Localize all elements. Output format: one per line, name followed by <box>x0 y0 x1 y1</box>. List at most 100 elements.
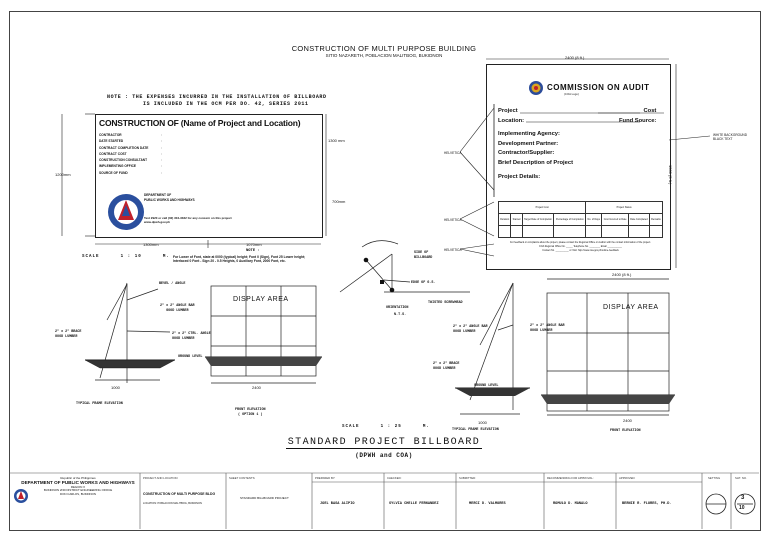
scale-left-unit: M. <box>162 255 170 259</box>
coa-fields: Project Location: Implementing Agency: D… <box>498 107 573 182</box>
note-line-2: IS INCLUDED IN THE OCM PER DO. 42, SERIE… <box>143 101 309 107</box>
coa-logo <box>529 81 543 95</box>
detail-side-of-billboard: SIDE OF BILLBOARD <box>414 251 433 260</box>
left-dim-bottom-2: 2400 <box>252 385 261 390</box>
right-dim-top: 2400 (8 ft.) <box>612 272 632 277</box>
agency-address: DON CARLOS, BUKIDNON <box>60 491 96 496</box>
coa-table-empty-row <box>497 225 664 238</box>
left-display-area-label: DISPLAY AREA <box>233 296 289 303</box>
coa-field-details: Project Details: <box>498 173 541 180</box>
dpwh-board-heading: CONSTRUCTION OF (Name of Project and Loc… <box>99 118 301 128</box>
right-front-elevation <box>541 278 675 416</box>
main-subtitle: (DPWH and COA) <box>355 452 413 459</box>
coa-field-implementing: Implementing Agency: <box>498 131 560 138</box>
left-ctrl-angle-line-2: GOOD LUMBER <box>172 336 195 341</box>
contact-line-1: Text 2920 or call (02) 304-3322 for any … <box>144 216 232 220</box>
left-front-line-1: FRONT ELEVATION <box>235 408 266 412</box>
right-label-angle-bar: 2" x 2" ANGLE BAR GOOD LUMBER <box>453 325 488 334</box>
tb-sheet-label: SHEET CONTENTS: <box>229 476 256 480</box>
dpwh-logo <box>108 194 144 230</box>
field-consultant: CONSTRUCTION CONSULTANT <box>99 158 148 163</box>
helvetica-label-3: HELVETICA <box>444 248 462 252</box>
coa-field-location: Location: <box>498 117 525 124</box>
coa-callout: WHITE BACKGROUND BLACK TEXT <box>713 133 748 141</box>
coa-field-partner: Development Partner: <box>498 140 559 147</box>
note2-label: NOTE : <box>246 249 260 253</box>
tb-approved-value: BERNIE R. FLORES, PH.D. <box>622 502 672 506</box>
left-front-elevation <box>205 285 322 384</box>
dpwh-board-fields: CONTRACTOR DATE STARTED CONTRACT COMPLET… <box>99 132 148 176</box>
dpwh-billboard-panel: CONSTRUCTION OF (Name of Project and Loc… <box>95 114 323 238</box>
tb-recommend-value: ROMULO D. MANALO <box>553 502 588 506</box>
left-angle-bar-line-2: GOOD LUMBER <box>166 308 189 313</box>
field-contract-cost: CONTRACT COST <box>99 151 127 156</box>
dpwh-department-name: DEPARTMENT OF PUBLIC WORKS AND HIGHWAYS <box>144 193 195 203</box>
left-ground-hatch <box>84 359 176 369</box>
project-location: SITIO NAZARETH, POBLACION MALITBOG, BUKI… <box>325 53 443 58</box>
tb-project-label: PROJECT AND LOCATION: <box>143 476 179 480</box>
detail-orientation-label: ORIENTATION <box>386 306 409 310</box>
left-label-brace: 2" x 2" BRACE GOOD LUMBER <box>55 330 81 339</box>
dept-line-1: DEPARTMENT OF <box>144 193 172 197</box>
tb-checked-value: SYLVIA CHELLE FERNANDEZ <box>389 502 439 506</box>
field-date-started: DATE STARTED <box>99 139 124 144</box>
left-label-ctrl-angle: 2" x 2" CTRL. ANGLE GOOD LUMBER <box>172 332 211 341</box>
coa-footer-line-1: For feedback or complaints about the pro… <box>510 241 651 244</box>
main-title-text: STANDARD PROJECT BILLBOARD <box>285 437 483 449</box>
left-label-angle-bar: 2" x 2" ANGLE BAR GOOD LUMBER <box>160 304 195 313</box>
scale-mid-word: SCALE <box>342 425 360 429</box>
right-brace-line-1: 2" x 2" BRACE <box>433 362 460 366</box>
note2-line-1: For Lower of Font, state at 0000 (typica… <box>173 255 306 259</box>
tb-prepared-label: PREPARED BY: <box>315 476 336 480</box>
right-label-ground: GROUND LEVEL <box>474 384 499 388</box>
right-dim-bottom-1: 1000 <box>478 420 487 425</box>
left-front-line-2: ( OPTION 1 ) <box>238 412 263 417</box>
agency-name: DEPARTMENT OF PUBLIC WORKS AND HIGHWAYS <box>21 480 135 485</box>
scale-mid-value: 1 : 25 <box>380 425 402 429</box>
left-brace-line-2: GOOD LUMBER <box>55 334 78 339</box>
right-angle-bar-line-1: 2" x 2" ANGLE BAR <box>453 325 488 329</box>
coa-field-brief: Brief Description of Project <box>498 159 574 166</box>
coa-footer-line-2: COA Regional Office No. _____ Telephone … <box>539 245 622 248</box>
field-colons: ::::::: <box>161 133 162 175</box>
detail-nts-label: N.T.S. <box>394 313 407 317</box>
detail-screwhead-label: TWISTED SCREWHEAD <box>428 301 463 305</box>
dim-board-right: 1300 mm <box>328 138 345 143</box>
left-dim-bottom-1: 1000 <box>111 385 120 390</box>
coa-field-project: Project <box>498 108 518 114</box>
tb-recommend-label: RECOMMENDING FOR APPROVAL: <box>547 476 594 480</box>
title-block-agency: Republic of the Philippines DEPARTMENT O… <box>16 476 140 496</box>
helvetica-label-1: HELVETICA <box>444 151 462 155</box>
contact-line-2: www.dpwh.gov.ph <box>144 220 170 224</box>
title-block-dpwh-logo <box>14 489 28 503</box>
coa-footer: For feedback or complaints about the pro… <box>498 241 663 253</box>
tb-sheet-no-label: SHT. NO. <box>735 476 747 480</box>
field-contractor: CONTRACTOR <box>99 133 122 137</box>
note2-text: For Lower of Font, state at 0000 (typica… <box>173 255 305 264</box>
coa-table-header-row-2: Duration Started Target Date of Completi… <box>497 213 664 226</box>
scale-mid-label: SCALE 1 : 25 M. <box>342 425 430 429</box>
tb-prepared-value: JOEL BASA ALIPIO <box>320 502 355 506</box>
tb-submitted-label: SUBMITTED: <box>459 476 476 480</box>
project-title: CONSTRUCTION OF MULTI PURPOSE BUILDING <box>291 44 477 53</box>
tb-sheet-number: 3 <box>741 495 745 501</box>
dept-line-2: PUBLIC WORKS AND HIGHWAYS <box>144 198 195 202</box>
title-block-symbols <box>705 493 756 515</box>
coa-field-contractor: Contractor/Supplier: <box>498 150 555 157</box>
dim-board-right-2: 700mm <box>332 199 346 204</box>
tb-project-value: CONSTRUCTION OF MULTI PURPOSE BLDG <box>143 492 216 496</box>
agency-republic: Republic of the Philippines <box>60 476 96 480</box>
dim-board-width-2: 1070mm <box>246 242 262 247</box>
tb-checked-label: CHECKED: <box>387 476 402 480</box>
right-display-area-label: DISPLAY AREA <box>603 304 659 311</box>
agency-office: BUKIDNON 2ND DISTRICT ENGINEERING OFFICE <box>43 488 113 493</box>
left-caption-typical: TYPICAL FRAME ELEVATION <box>76 402 123 406</box>
left-brace-line-1: 2" x 2" BRACE <box>55 330 82 334</box>
note-line-1: NOTE : THE EXPENSES INCURRED IN THE INST… <box>107 94 327 100</box>
dpwh-contact-info: Text 2920 or call (02) 304-3322 for any … <box>144 216 232 224</box>
tb-sheet-value: STANDARD BILLBOARD PROJECT <box>240 496 289 500</box>
coa-project-table: Project Cost Project Status Duration Sta… <box>497 201 664 238</box>
right-caption-front: FRONT ELEVATION <box>610 429 641 433</box>
right-ground-hatch <box>455 388 530 396</box>
